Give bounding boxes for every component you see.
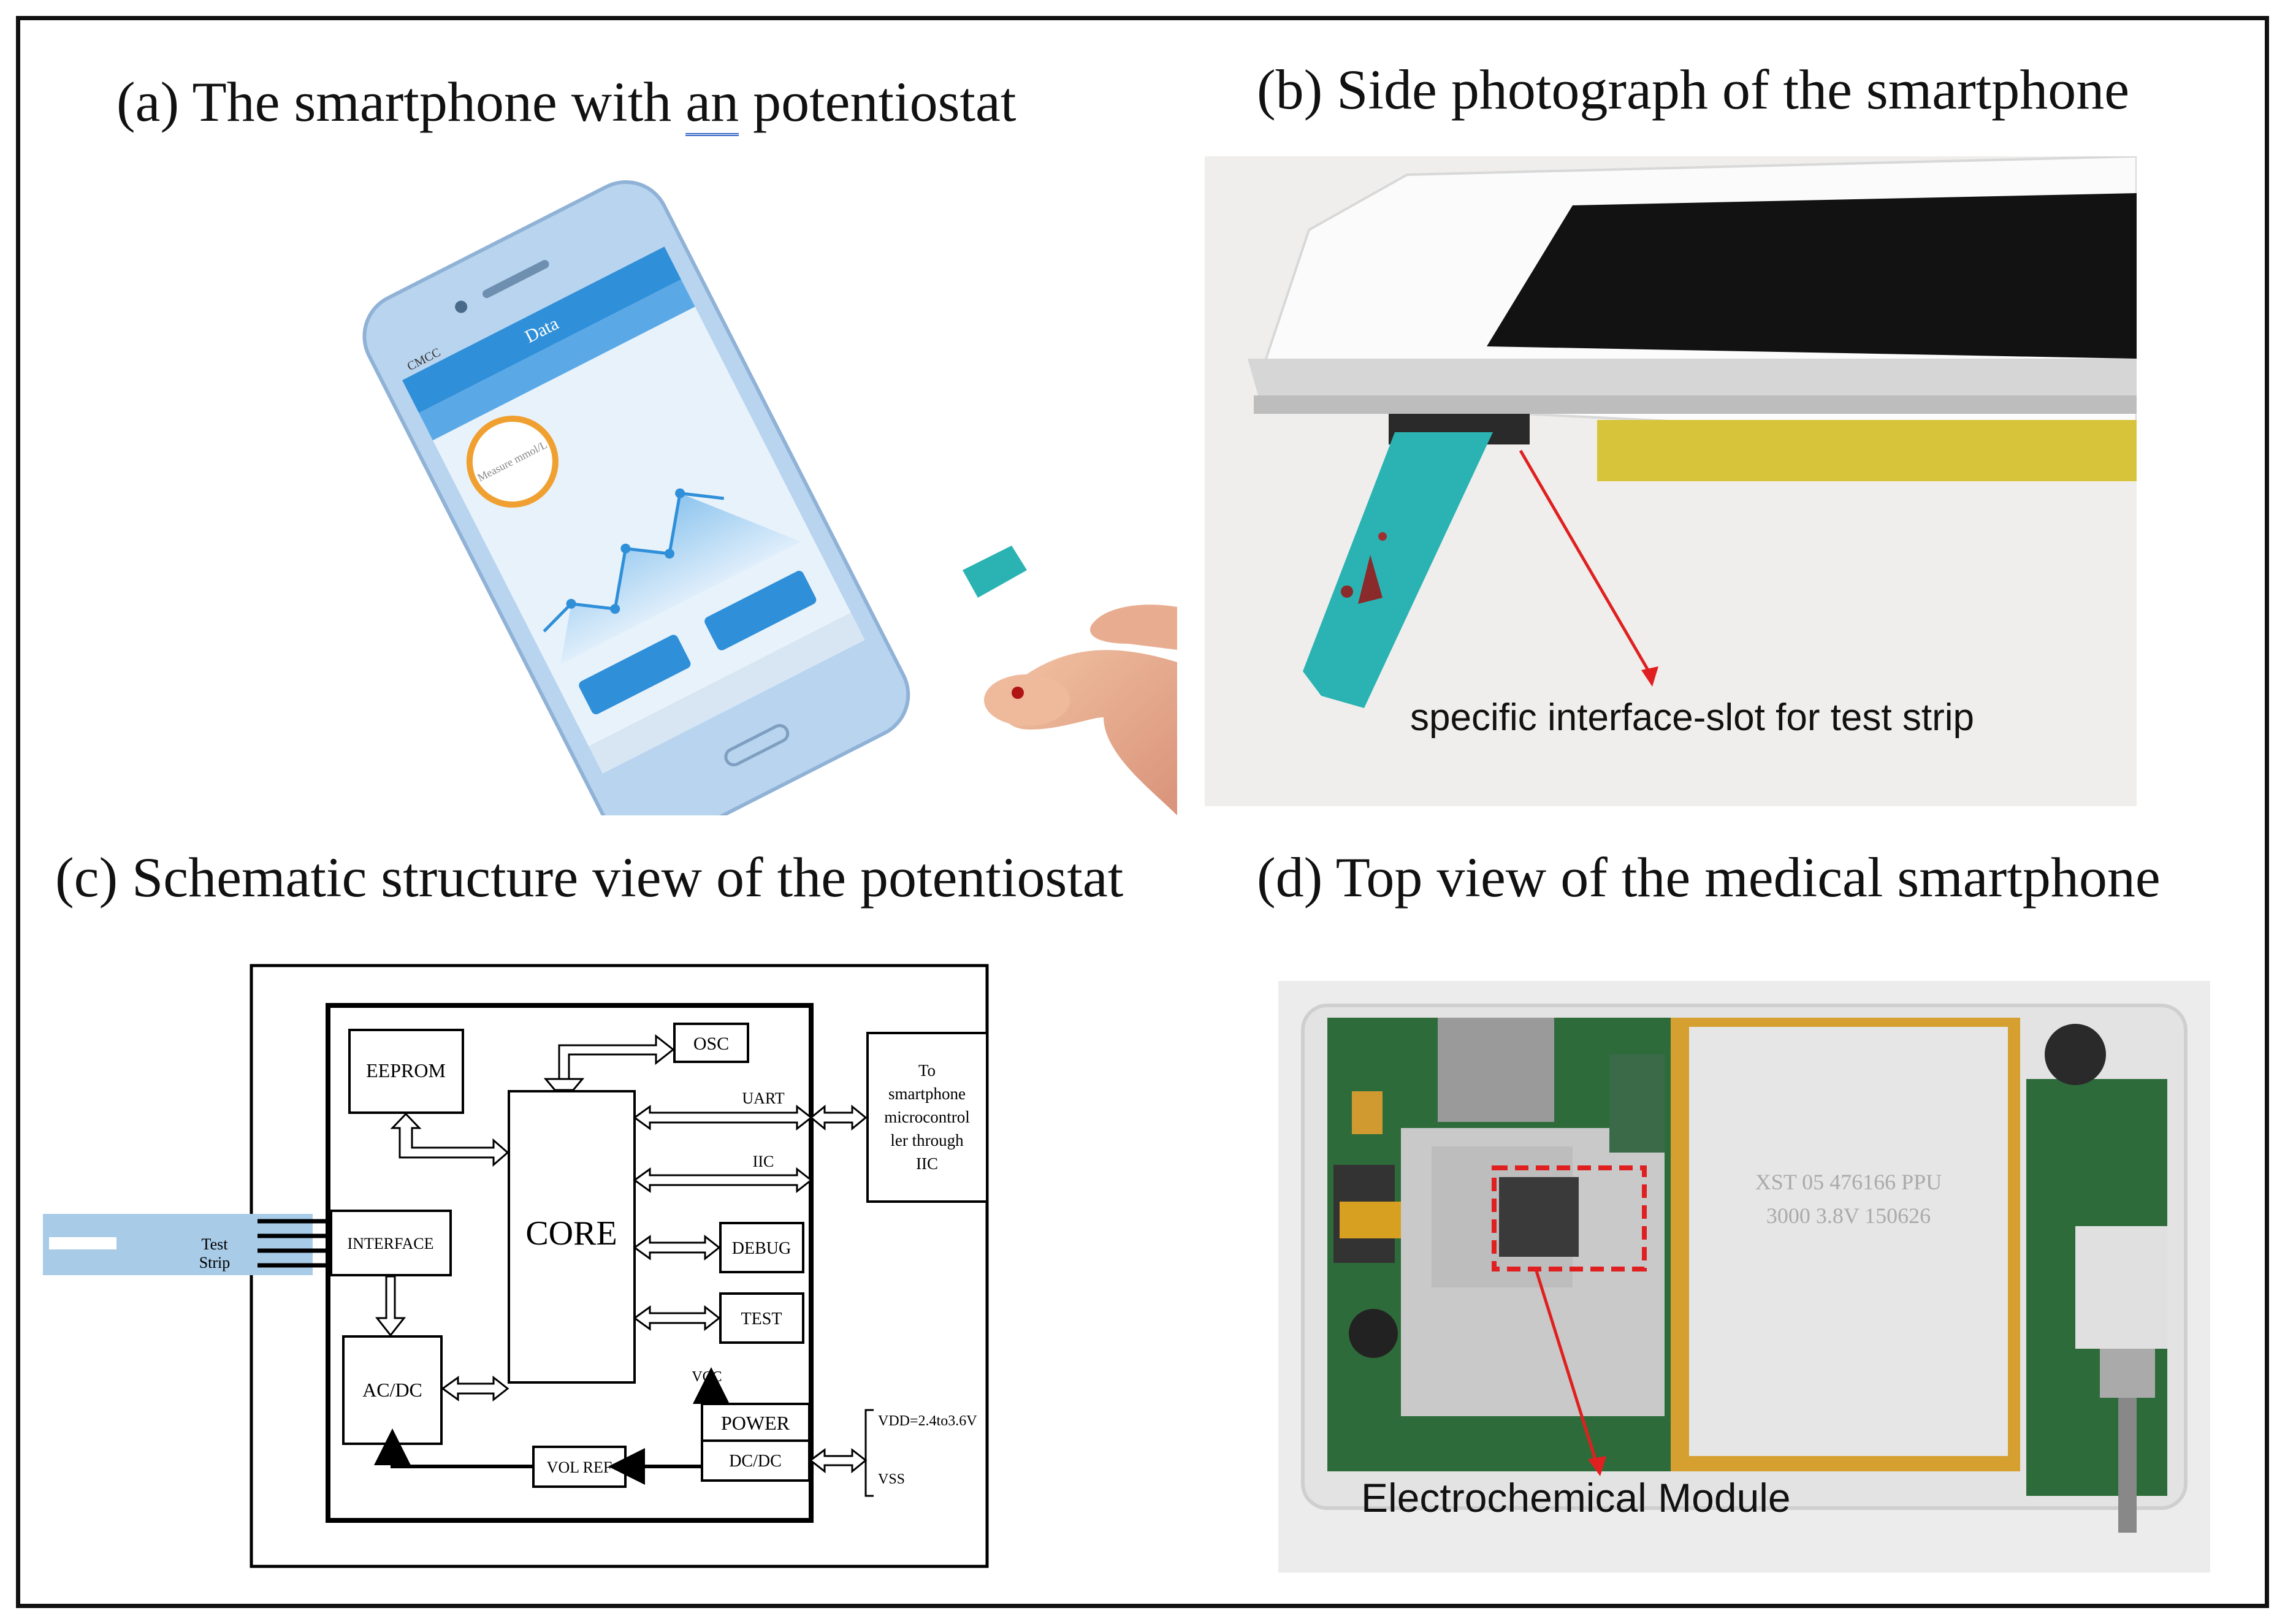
- svg-text:OSC: OSC: [693, 1034, 729, 1054]
- module-callout: Electrochemical Module: [1361, 1475, 1791, 1520]
- svg-text:3000 3.8V 150626: 3000 3.8V 150626: [1766, 1203, 1931, 1228]
- svg-text:XST 05 476166 PPU: XST 05 476166 PPU: [1755, 1170, 1942, 1194]
- svg-text:TEST: TEST: [741, 1309, 782, 1329]
- svg-text:AC/DC: AC/DC: [362, 1379, 422, 1401]
- panel-d-title: (d) Top view of the medical smartphone: [1257, 846, 2161, 909]
- interface-block: [330, 1210, 452, 1276]
- potentiostat-schematic: Test Strip EEPROM OSC CORE INTERFACE AC/…: [43, 964, 989, 1568]
- test-strip: [1303, 432, 1493, 708]
- svg-text:IIC: IIC: [753, 1153, 774, 1170]
- svg-text:CORE: CORE: [525, 1214, 617, 1252]
- svg-text:EEPROM: EEPROM: [366, 1059, 446, 1081]
- svg-text:To: To: [918, 1061, 936, 1080]
- chip: [1499, 1177, 1579, 1257]
- panel-c-title: (c) Schematic structure view of the pote…: [55, 846, 1124, 909]
- callout-arrow: [1519, 449, 1654, 679]
- svg-text:IIC: IIC: [916, 1154, 938, 1173]
- svg-text:INTERFACE: INTERFACE: [347, 1235, 433, 1252]
- slot-callout: specific interface-slot for test strip: [1410, 696, 1974, 739]
- side-photo: specific interface-slot for test strip: [1205, 156, 2137, 806]
- core-block: [508, 1090, 636, 1384]
- svg-text:DEBUG: DEBUG: [732, 1239, 791, 1258]
- power-block: [701, 1403, 811, 1442]
- panel-a-title: (a) The smartphone with an potentiostat: [116, 71, 1016, 136]
- svg-text:ler through: ler through: [890, 1131, 964, 1149]
- smartphone-photo: Data CMCC Measure mmol/L: [362, 180, 1177, 815]
- svg-text:VSS: VSS: [878, 1471, 905, 1487]
- underlined-word: an: [685, 71, 739, 136]
- dcdc-block: [701, 1439, 811, 1482]
- figure-frame: [16, 16, 2269, 1608]
- svg-text:VOL REF: VOL REF: [547, 1458, 612, 1476]
- svg-text:microcontrol: microcontrol: [884, 1108, 969, 1126]
- callout-arrow: [1534, 1268, 1599, 1466]
- phone-screen: [1487, 193, 2137, 359]
- svg-text:smartphone: smartphone: [888, 1085, 966, 1103]
- svg-text:Strip: Strip: [199, 1254, 231, 1271]
- eeprom-block: [348, 1029, 464, 1114]
- osc-block: [673, 1023, 749, 1063]
- test-strip: [963, 546, 1027, 598]
- debug-block: [719, 1222, 804, 1273]
- svg-text:UART: UART: [742, 1089, 784, 1107]
- svg-text:POWER: POWER: [721, 1412, 790, 1434]
- svg-text:VDD=2.4to3.6V: VDD=2.4to3.6V: [878, 1413, 977, 1429]
- panel-b-title: (b) Side photograph of the smartphone: [1257, 58, 2130, 121]
- module-highlight: [1492, 1165, 1647, 1271]
- blood-drop: [1012, 687, 1024, 699]
- svg-text:Test: Test: [202, 1235, 229, 1253]
- phone-body: Data CMCC Measure mmol/L: [362, 180, 910, 815]
- svg-text:VCC: VCC: [692, 1369, 722, 1385]
- acdc-block: [342, 1335, 443, 1445]
- bus-arrows: [375, 1034, 868, 1474]
- svg-text:DC/DC: DC/DC: [729, 1452, 782, 1471]
- top-view-photo: XST 05 476166 PPU 3000 3.8V 150626 Elect…: [1278, 981, 2210, 1573]
- smartphone-mcu-block: [866, 1032, 988, 1203]
